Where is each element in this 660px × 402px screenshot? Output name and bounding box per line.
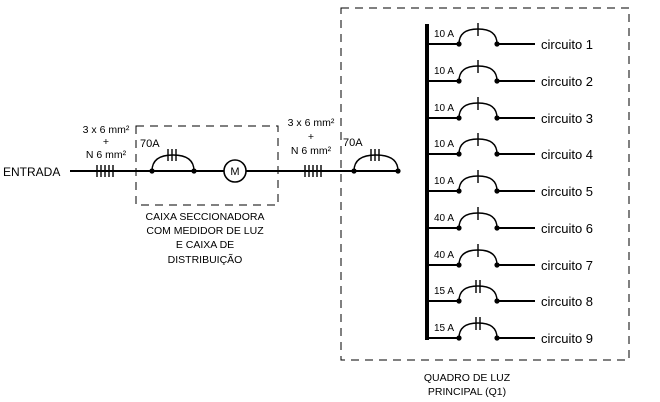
circuit-branches: 10 A circuito 1 10 A circuito 2 10 A circuito… — [427, 23, 593, 346]
disconnect-breaker-symbol — [149, 149, 197, 174]
main-breaker-symbol — [351, 149, 401, 174]
circuit-rating-label: 10 A — [434, 139, 454, 150]
meter-symbol — [223, 159, 247, 183]
circuit-name-label: circuito 1 — [541, 37, 593, 52]
circuit-rating-label: 15 A — [434, 323, 454, 334]
entrance-cable-plus: + — [103, 136, 109, 148]
main-breaker-label: 70A — [343, 137, 363, 149]
entrance-label: ENTRADA — [3, 165, 60, 179]
circuit-branch: 10 A circuito 1 — [427, 23, 593, 52]
circuit-branch: 15 A circuito 9 — [427, 317, 593, 346]
disconnect-box-caption: CAIXA SECCIONADORA COM MEDIDOR DE LUZ E … — [145, 211, 264, 266]
panel-caption-line: QUADRO DE LUZ — [424, 372, 511, 384]
circuit-rating-label: 15 A — [434, 286, 454, 297]
feeder-cable-hash-marks — [304, 165, 322, 177]
disconnect-caption-line: E CAIXA DE — [176, 239, 234, 251]
circuit-name-label: circuito 2 — [541, 74, 593, 89]
circuit-name-label: circuito 9 — [541, 331, 593, 346]
entrance-cable-line2: N 6 mm² — [86, 149, 127, 161]
disconnect-breaker-label: 70A — [140, 138, 160, 150]
circuit-branch: 10 A circuito 3 — [427, 97, 593, 126]
breaker-arc — [458, 285, 498, 302]
circuit-name-label: circuito 4 — [541, 147, 593, 162]
main-panel-outline — [340, 7, 630, 361]
disconnect-caption-line: CAIXA SECCIONADORA — [145, 211, 264, 223]
circuit-name-label: circuito 8 — [541, 294, 593, 309]
circuit-branch: 10 A circuito 4 — [427, 133, 593, 162]
circuit-rating-label: 10 A — [434, 29, 454, 40]
feeder-cable-plus: + — [308, 131, 314, 143]
circuit-rating-label: 40 A — [434, 213, 454, 224]
circuit-rating-label: 10 A — [434, 66, 454, 77]
circuit-branch: 40 A circuito 7 — [427, 244, 593, 273]
circuit-name-label: circuito 3 — [541, 111, 593, 126]
disconnect-box-outline — [135, 125, 279, 206]
circuit-rating-label: 10 A — [434, 176, 454, 187]
circuit-rating-label: 40 A — [434, 250, 454, 261]
circuit-branch: 10 A circuito 2 — [427, 60, 593, 89]
circuit-rating-label: 10 A — [434, 103, 454, 114]
panel-caption-line: PRINCIPAL (Q1) — [428, 386, 506, 398]
entrance-cable-line1: 3 x 6 mm² — [83, 124, 130, 136]
circuit-name-label: circuito 7 — [541, 258, 593, 273]
circuit-name-label: circuito 5 — [541, 184, 593, 199]
circuit-branch: 40 A circuito 6 — [427, 207, 593, 236]
circuit-branch: 15 A circuito 8 — [427, 280, 593, 309]
feeder-cable-line2: N 6 mm² — [291, 145, 332, 157]
entrance-cable-hash-marks — [96, 165, 114, 177]
circuit-branch: 10 A circuito 5 — [427, 170, 593, 199]
meter-letter: M — [230, 166, 239, 178]
feeder-cable-line1: 3 x 6 mm² — [288, 117, 335, 129]
disconnect-caption-line: DISTRIBUIÇÃO — [168, 253, 243, 266]
breaker-arc — [458, 322, 498, 339]
disconnect-caption-line: COM MEDIDOR DE LUZ — [146, 225, 264, 237]
circuit-name-label: circuito 6 — [541, 221, 593, 236]
